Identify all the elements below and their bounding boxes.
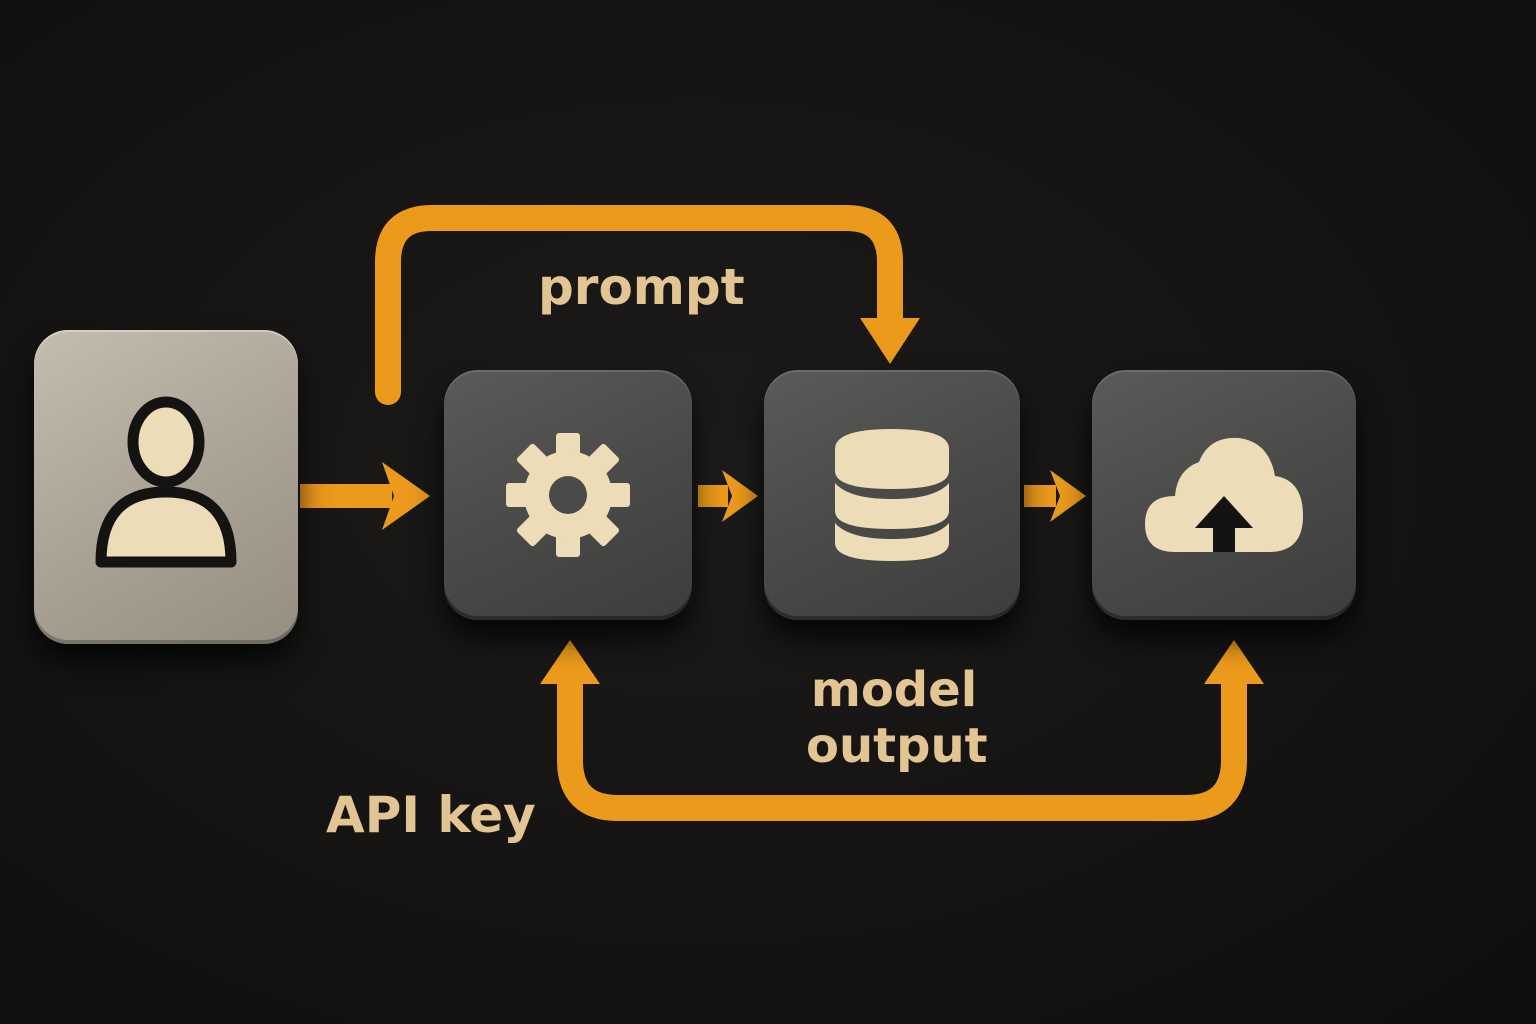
model-node	[764, 370, 1020, 620]
arrow-processor-to-model	[698, 470, 758, 522]
arrow-prompt-loop	[375, 205, 920, 405]
gear-icon	[503, 430, 633, 560]
prompt-label: prompt	[538, 258, 745, 316]
arrow-user-to-processor	[300, 462, 430, 530]
processor-node	[444, 370, 692, 620]
cloud-upload-icon	[1139, 430, 1309, 560]
database-icon	[827, 425, 957, 565]
model-output-label-line2: output	[806, 718, 988, 774]
api-key-label: API key	[326, 786, 536, 844]
arrow-model-to-upload	[1024, 470, 1086, 522]
model-output-label: model output	[806, 662, 988, 774]
user-icon	[91, 392, 241, 582]
model-output-label-line1: model	[810, 662, 978, 718]
user-node	[34, 330, 298, 644]
upload-node	[1092, 370, 1356, 620]
arrow-api-key-loop	[540, 640, 1264, 821]
